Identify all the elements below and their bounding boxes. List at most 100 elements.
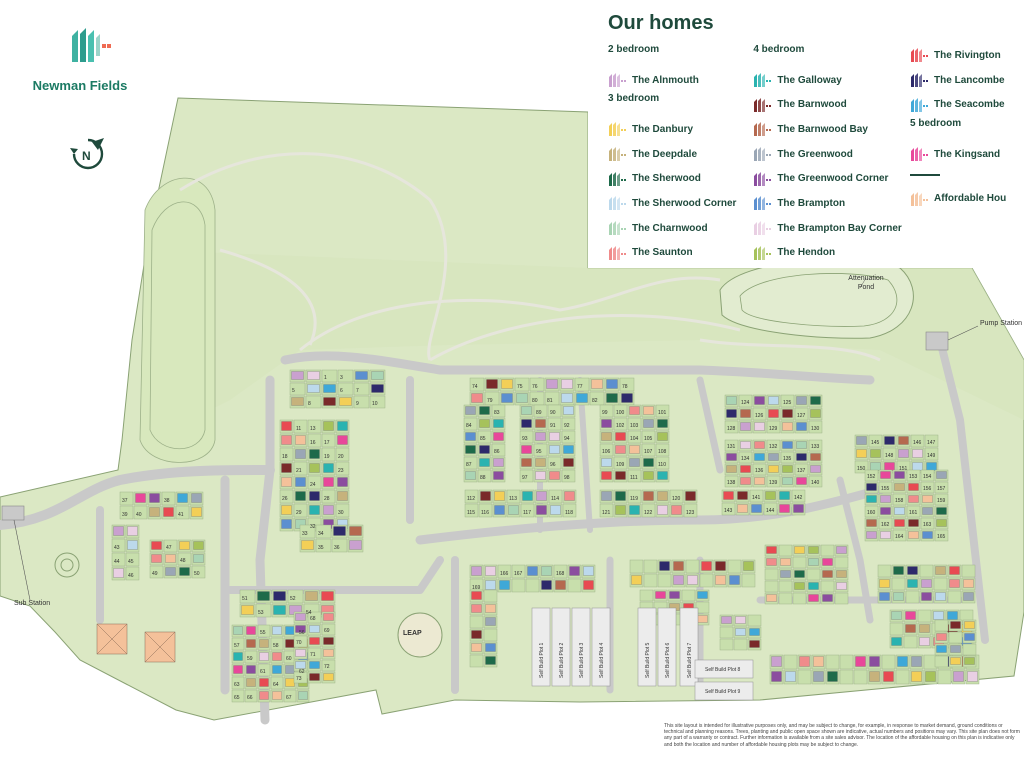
house-footprint[interactable] (309, 661, 320, 669)
house-footprint[interactable] (246, 665, 256, 674)
plot-lot[interactable] (231, 689, 245, 703)
house-footprint[interactable] (149, 493, 160, 503)
house-footprint[interactable] (782, 441, 793, 449)
plot-lot[interactable] (792, 592, 807, 605)
house-footprint[interactable] (615, 505, 626, 515)
house-footprint[interactable] (671, 505, 682, 515)
house-footprint[interactable] (485, 656, 496, 665)
plot-lot[interactable] (724, 475, 739, 488)
plot-lot[interactable] (780, 394, 795, 408)
house-footprint[interactable] (912, 449, 923, 458)
house-footprint[interactable] (796, 422, 807, 431)
house-footprint[interactable] (771, 656, 782, 667)
house-footprint[interactable] (794, 570, 805, 578)
house-footprint[interactable] (926, 462, 937, 471)
plot-lot[interactable] (878, 517, 893, 530)
plot-lot[interactable] (834, 592, 849, 605)
house-footprint[interactable] (309, 625, 320, 633)
house-footprint[interactable] (721, 616, 732, 624)
plot-lot[interactable] (794, 407, 809, 421)
plot-lot[interactable] (335, 461, 350, 476)
house-footprint[interactable] (950, 657, 961, 665)
house-footprint[interactable] (295, 491, 306, 501)
plot-lot[interactable] (752, 407, 767, 421)
house-footprint[interactable] (657, 419, 668, 428)
plot-lot[interactable] (924, 434, 939, 448)
plot-lot[interactable] (289, 382, 306, 396)
house-footprint[interactable] (964, 621, 975, 629)
house-footprint[interactable] (281, 505, 292, 515)
house-footprint[interactable] (471, 566, 482, 576)
house-footprint[interactable] (163, 507, 174, 517)
plot-lot[interactable] (469, 377, 485, 392)
house-footprint[interactable] (893, 592, 904, 601)
plot-lot[interactable] (463, 456, 478, 470)
plot-lot[interactable] (547, 417, 562, 431)
plot-lot[interactable] (724, 420, 739, 434)
house-footprint[interactable] (569, 566, 580, 576)
plot-lot[interactable] (293, 461, 308, 476)
plot-lot[interactable] (553, 564, 568, 579)
house-footprint[interactable] (866, 495, 877, 503)
house-footprint[interactable] (291, 371, 304, 380)
plot-lot[interactable] (721, 502, 736, 516)
plot-lot[interactable] (506, 489, 521, 504)
house-footprint[interactable] (796, 453, 807, 461)
house-footprint[interactable] (629, 445, 640, 454)
house-footprint[interactable] (501, 379, 513, 389)
house-footprint[interactable] (564, 491, 575, 501)
plot-lot[interactable] (307, 419, 322, 434)
plot-lot[interactable] (924, 447, 939, 461)
house-footprint[interactable] (905, 624, 916, 633)
house-footprint[interactable] (563, 406, 574, 415)
house-footprint[interactable] (485, 580, 496, 590)
plot-lot[interactable] (825, 654, 840, 670)
plot-lot[interactable] (864, 505, 879, 518)
plot-lot[interactable] (497, 564, 512, 579)
plot-lot[interactable] (783, 654, 798, 670)
house-footprint[interactable] (281, 477, 292, 487)
house-footprint[interactable] (782, 422, 793, 431)
house-footprint[interactable] (479, 445, 490, 454)
house-footprint[interactable] (740, 477, 751, 485)
plot-lot[interactable] (882, 447, 897, 461)
plot-lot[interactable] (699, 573, 714, 588)
house-footprint[interactable] (813, 671, 824, 682)
plot-lot[interactable] (331, 538, 348, 553)
plot-lot[interactable] (599, 443, 614, 457)
house-footprint[interactable] (536, 505, 547, 515)
house-footprint[interactable] (546, 379, 558, 389)
house-footprint[interactable] (493, 458, 504, 467)
house-footprint[interactable] (894, 519, 905, 527)
plot-lot[interactable] (934, 529, 949, 542)
house-footprint[interactable] (521, 458, 532, 467)
house-footprint[interactable] (576, 393, 588, 403)
plot-lot[interactable] (917, 609, 932, 623)
plot-lot[interactable] (321, 369, 338, 383)
house-footprint[interactable] (921, 592, 932, 601)
house-footprint[interactable] (285, 626, 295, 635)
plot-lot[interactable] (752, 463, 767, 476)
house-footprint[interactable] (907, 579, 918, 588)
plot-lot[interactable] (337, 382, 354, 396)
house-footprint[interactable] (808, 582, 819, 590)
plot-lot[interactable] (780, 451, 795, 464)
house-footprint[interactable] (323, 637, 334, 645)
plot-lot[interactable] (533, 443, 548, 457)
house-footprint[interactable] (782, 477, 793, 485)
house-footprint[interactable] (285, 665, 295, 674)
house-footprint[interactable] (964, 657, 975, 665)
plot-lot[interactable] (547, 456, 562, 470)
plot-lot[interactable] (305, 395, 322, 409)
plot-lot[interactable] (891, 577, 906, 591)
house-footprint[interactable] (726, 396, 737, 405)
house-footprint[interactable] (866, 531, 877, 539)
plot-lot[interactable] (683, 503, 698, 518)
house-footprint[interactable] (549, 445, 560, 454)
plot-lot[interactable] (353, 395, 370, 409)
house-footprint[interactable] (522, 491, 533, 501)
self-build-plot[interactable] (694, 659, 754, 679)
house-footprint[interactable] (339, 397, 352, 406)
plot-lot[interactable] (685, 559, 700, 574)
house-footprint[interactable] (555, 580, 566, 590)
